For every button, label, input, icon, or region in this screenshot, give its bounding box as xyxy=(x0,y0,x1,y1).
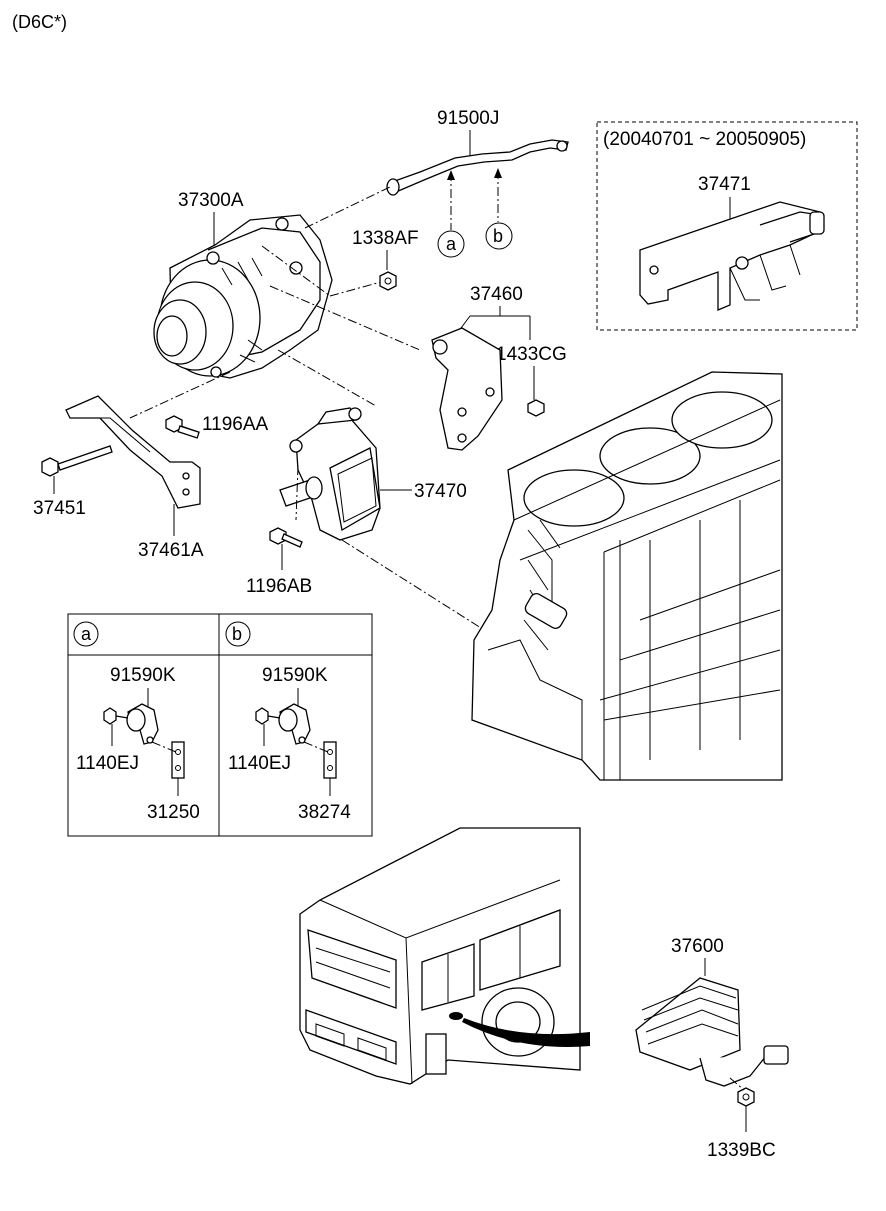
alternator-37300A xyxy=(153,214,333,379)
callout-a[interactable]: a xyxy=(437,230,465,258)
bolt-1433CG xyxy=(527,399,545,417)
svg-text:b: b xyxy=(232,624,242,644)
svg-text:b: b xyxy=(493,226,503,246)
detail-b-marker: b xyxy=(225,621,251,647)
bolt-1140EJ-a xyxy=(103,707,129,725)
bolt-1140EJ-b xyxy=(255,707,281,725)
detail-table xyxy=(67,613,373,837)
bolt-1196AB xyxy=(269,527,303,548)
part-label-37600[interactable]: 37600 xyxy=(671,936,724,957)
bracket-37471 xyxy=(639,201,825,311)
detail-a-marker: a xyxy=(73,621,99,647)
nut-1338AF xyxy=(379,271,397,291)
location-pointer xyxy=(462,1018,590,1047)
bracket-31250 xyxy=(171,741,185,779)
part-label-37460[interactable]: 37460 xyxy=(470,284,523,305)
svg-text:a: a xyxy=(81,624,92,644)
part-label-1196AB[interactable]: 1196AB xyxy=(246,576,312,597)
pipe-91500J xyxy=(386,139,569,196)
detail-a-bracket-label[interactable]: 31250 xyxy=(147,802,200,823)
bolt-37451 xyxy=(41,445,113,477)
clamp-91590K-b xyxy=(278,703,311,745)
part-label-1339BC[interactable]: 1339BC xyxy=(707,1140,776,1161)
detail-b-bolt-label[interactable]: 1140EJ xyxy=(228,753,291,774)
callout-b[interactable]: b xyxy=(485,222,513,250)
part-label-37470[interactable]: 37470 xyxy=(414,481,467,502)
detail-a-bolt-label[interactable]: 1140EJ xyxy=(76,753,139,774)
detail-b-bracket-label[interactable]: 38274 xyxy=(298,802,351,823)
bolt-1196AA xyxy=(165,415,200,439)
part-label-37451[interactable]: 37451 xyxy=(33,498,86,519)
detail-a-clamp-label[interactable]: 91590K xyxy=(110,665,176,686)
date-range-label: (20040701 ~ 20050905) xyxy=(603,129,806,150)
part-label-1338AF[interactable]: 1338AF xyxy=(352,228,419,249)
model-code: (D6C*) xyxy=(12,12,67,32)
part-label-91500J[interactable]: 91500J xyxy=(437,108,499,129)
part-label-1196AA[interactable]: 1196AA xyxy=(202,414,269,435)
bus-illustration xyxy=(299,827,581,1085)
part-label-37471[interactable]: 37471 xyxy=(698,174,751,195)
regulator-37600 xyxy=(635,977,789,1087)
detail-b-clamp-label[interactable]: 91590K xyxy=(262,665,328,686)
clamp-91590K-a xyxy=(126,703,159,745)
bracket-37461A xyxy=(65,395,201,509)
part-label-37300A[interactable]: 37300A xyxy=(178,190,244,211)
svg-text:a: a xyxy=(446,234,457,254)
bracket-38274 xyxy=(323,741,337,779)
part-label-37461A[interactable]: 37461A xyxy=(138,540,204,561)
bracket-37460 xyxy=(431,327,503,451)
module-37470 xyxy=(279,407,381,541)
date-range-box xyxy=(596,121,858,331)
part-label-1433CG[interactable]: 1433CG xyxy=(496,344,567,365)
engine-block xyxy=(471,371,783,781)
nut-1339BC xyxy=(737,1087,755,1107)
